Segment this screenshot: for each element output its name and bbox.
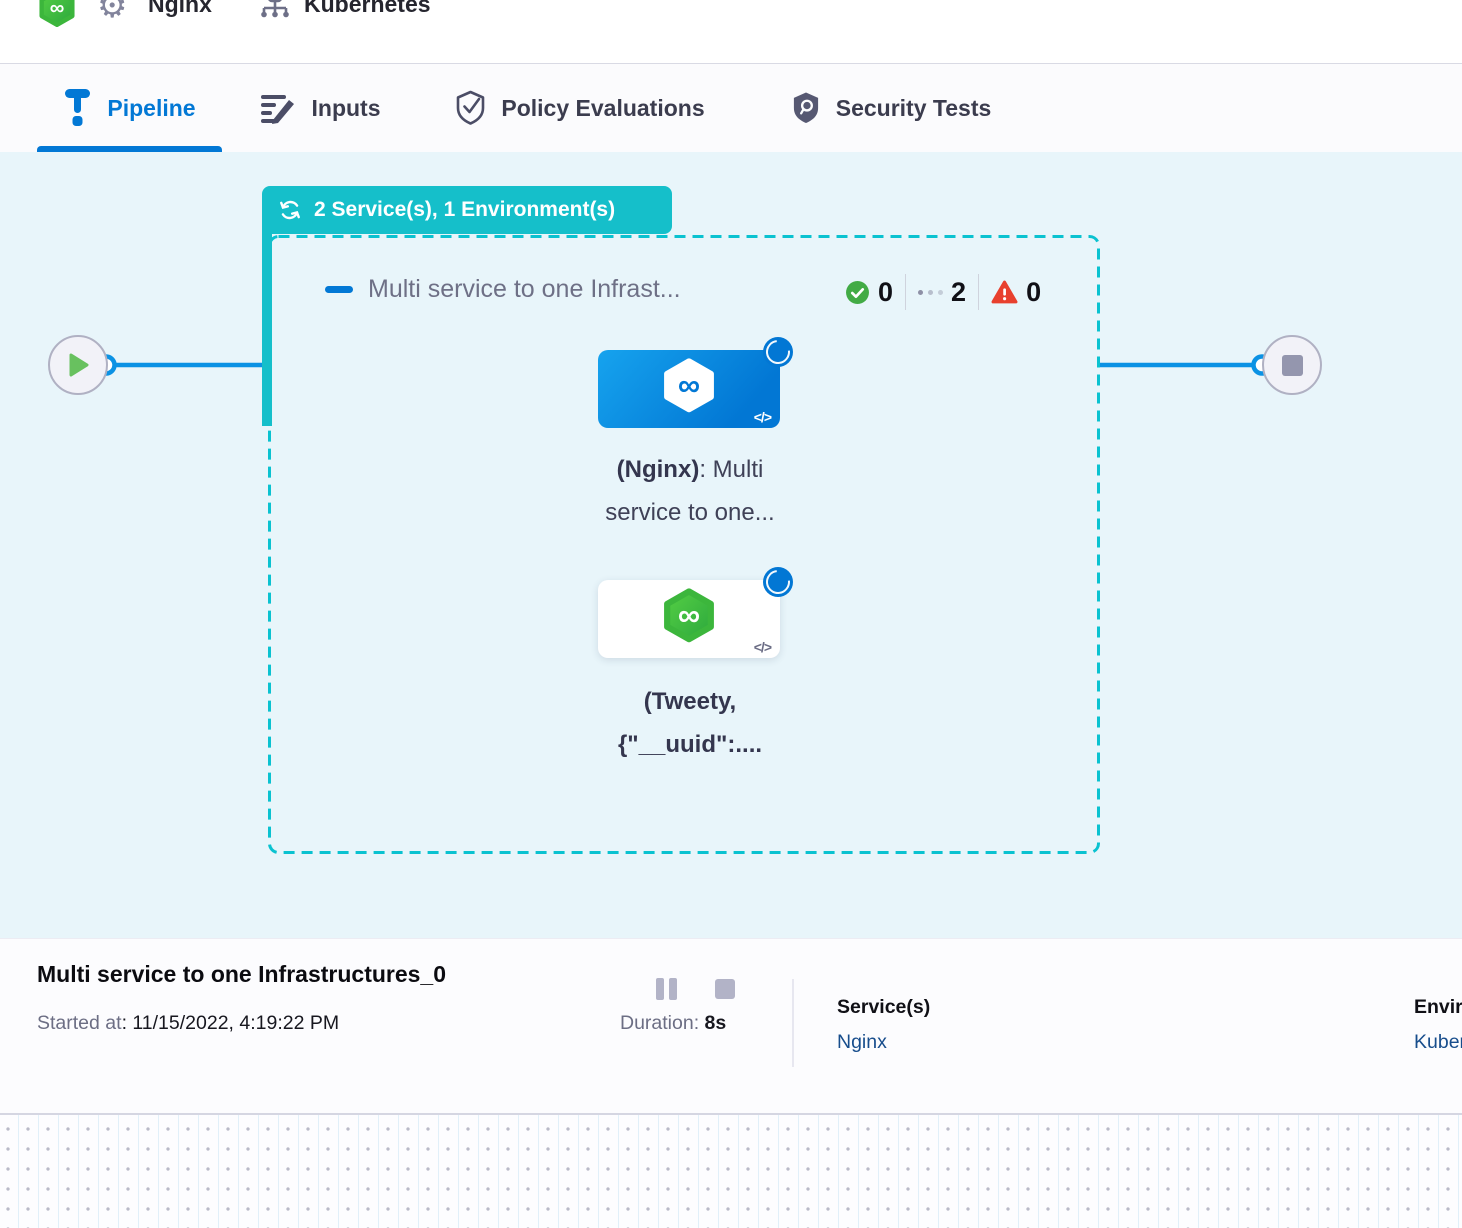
success-check-icon bbox=[846, 280, 869, 304]
step-node-tweety[interactable]: ∞ </> bbox=[598, 567, 793, 658]
svg-text:∞: ∞ bbox=[50, 0, 65, 20]
active-tab-indicator bbox=[37, 146, 222, 152]
cycle-icon bbox=[280, 200, 300, 220]
footer-divider bbox=[792, 979, 794, 1067]
template-code-icon: </> bbox=[753, 639, 772, 655]
stage-header: Multi service to one Infrast... 0 2 0 bbox=[325, 270, 1045, 314]
gear-icon[interactable]: ⚙ bbox=[97, 0, 128, 25]
collapse-stage-button[interactable] bbox=[325, 286, 353, 293]
environments-column-label: Environment(s) bbox=[1414, 996, 1462, 1018]
harness-hexagon-icon: ∞ bbox=[662, 358, 716, 417]
tab-policy-evaluations-label: Policy Evaluations bbox=[501, 94, 705, 121]
harness-service-logo-icon: ∞ bbox=[38, 0, 76, 33]
pipeline-icon bbox=[65, 89, 91, 126]
template-code-icon: </> bbox=[753, 409, 772, 425]
running-count: 2 bbox=[951, 276, 967, 307]
stage-step-counts: 0 2 0 bbox=[845, 270, 1041, 314]
pipeline-end-node[interactable] bbox=[1262, 335, 1322, 395]
shield-scan-icon bbox=[793, 92, 818, 123]
pipeline-canvas[interactable]: 2 Service(s), 1 Environment(s) Multi ser… bbox=[0, 152, 1462, 938]
tab-policy-evaluations[interactable]: Policy Evaluations bbox=[424, 64, 736, 152]
failed-count: 0 bbox=[1026, 276, 1042, 307]
stage-accent-bar bbox=[262, 232, 272, 426]
services-column-label: Service(s) bbox=[837, 996, 931, 1018]
execution-summary-bar: Multi service to one Infrastructures_0 S… bbox=[0, 938, 1462, 1113]
environments-link[interactable]: Kubernetes bbox=[1414, 1031, 1462, 1053]
duration: Duration: 8s bbox=[620, 1012, 727, 1034]
execution-breadcrumb-bar: ∞ ⚙ Nginx Kubernetes bbox=[0, 0, 1462, 64]
tab-security-tests-label: Security Tests bbox=[835, 94, 992, 121]
console-grid-area[interactable] bbox=[0, 1113, 1462, 1228]
running-dots-icon bbox=[918, 289, 944, 295]
svg-text:∞: ∞ bbox=[678, 598, 700, 633]
shield-check-icon bbox=[457, 90, 485, 125]
stage-services-badge[interactable]: 2 Service(s), 1 Environment(s) bbox=[262, 186, 672, 234]
infrastructure-icon bbox=[258, 0, 292, 29]
stage-badge-label: 2 Service(s), 1 Environment(s) bbox=[314, 198, 616, 221]
running-spinner-badge bbox=[763, 337, 793, 367]
started-at: Started at: 11/15/2022, 4:19:22 PM bbox=[37, 1012, 340, 1034]
tab-security-tests[interactable]: Security Tests bbox=[758, 64, 1024, 152]
breadcrumb-service-name[interactable]: Nginx bbox=[148, 0, 212, 17]
tab-inputs-label: Inputs bbox=[311, 94, 381, 121]
services-link[interactable]: Nginx bbox=[837, 1031, 887, 1053]
success-count: 0 bbox=[878, 276, 894, 307]
tab-pipeline-label: Pipeline bbox=[107, 94, 196, 121]
stage-title[interactable]: Multi service to one Infrast... bbox=[368, 275, 681, 303]
execution-title: Multi service to one Infrastructures_0 bbox=[37, 961, 447, 987]
breadcrumb-environment-name[interactable]: Kubernetes bbox=[304, 0, 431, 17]
abort-button[interactable] bbox=[715, 979, 735, 999]
running-spinner-badge bbox=[763, 567, 793, 597]
pipeline-start-node[interactable] bbox=[48, 335, 108, 395]
step-label-tweety[interactable]: (Tweety, {"__uuid":.... bbox=[617, 688, 763, 758]
svg-text:∞: ∞ bbox=[678, 368, 700, 403]
execution-tabs: Pipeline Inputs Policy Evaluations bbox=[0, 64, 1462, 152]
play-icon bbox=[69, 353, 89, 377]
harness-hexagon-icon: ∞ bbox=[662, 588, 716, 647]
pause-button[interactable] bbox=[656, 978, 678, 1000]
failed-warning-icon bbox=[991, 280, 1018, 303]
inputs-icon bbox=[260, 95, 294, 124]
step-label-nginx[interactable]: (Nginx): Multi service to one... bbox=[605, 456, 775, 526]
step-node-nginx[interactable]: ∞ </> bbox=[598, 337, 793, 428]
tab-pipeline[interactable]: Pipeline bbox=[37, 64, 222, 152]
stop-square-icon bbox=[1281, 354, 1303, 376]
tab-inputs[interactable]: Inputs bbox=[240, 64, 400, 152]
